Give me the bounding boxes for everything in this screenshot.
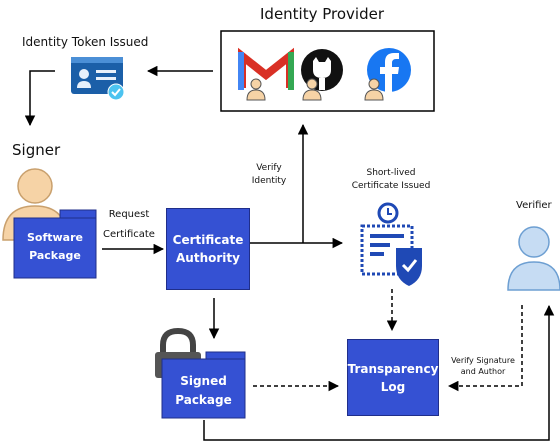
github-icon [301,49,343,101]
gmail-icon [238,47,294,101]
signed-package-folder [161,351,246,419]
verifier-label: Verifier [516,200,552,211]
request-certificate-line2: Certificate [103,229,155,240]
verify-signature-line2: and Author [460,367,506,376]
signed-package-label: Signed Package [162,372,245,410]
request-certificate-label: Request Certificate [98,205,160,245]
short-lived-cert-line2: Certificate Issued [351,181,431,191]
verify-signature-line1: Verify Signature [451,356,515,365]
certificate-icon [360,202,422,286]
transparency-log-line2: Log [380,379,406,394]
facebook-icon [364,48,411,101]
short-lived-cert-line1: Short-lived [366,168,416,178]
identity-provider-title: Identity Provider [260,5,385,23]
certificate-authority-line2: Authority [176,251,240,265]
software-package-line2: Package [29,249,81,262]
verify-identity-line1: Verify [256,163,282,173]
id-card-icon [71,57,125,101]
verify-identity-label: Verify Identity [244,162,294,188]
certificate-authority-line1: Certificate [172,233,244,247]
signer-label: Signer [12,141,61,159]
certificate-authority-box: Certificate Authority [166,208,250,290]
arrow-package-to-verifier [203,304,555,441]
signed-package-line2: Package [175,393,232,407]
short-lived-cert-label: Short-lived Certificate Issued [343,167,439,193]
transparency-log-line1: Transparency [347,361,439,376]
arrow-token-to-signer [24,70,55,127]
transparency-log-box: Transparency Log [347,339,439,416]
signed-package-line1: Signed [180,374,227,388]
verify-signature-label: Verify Signature and Author [447,355,519,377]
request-certificate-line1: Request [108,209,150,220]
identity-token-label: Identity Token Issued [22,35,149,49]
software-package-label: Software Package [14,229,96,265]
verify-identity-line2: Identity [251,176,287,186]
arrow-verifier-to-log [447,305,523,392]
software-package-folder [13,209,97,279]
software-package-line1: Software [27,231,83,244]
verifier-person-icon [507,226,560,291]
